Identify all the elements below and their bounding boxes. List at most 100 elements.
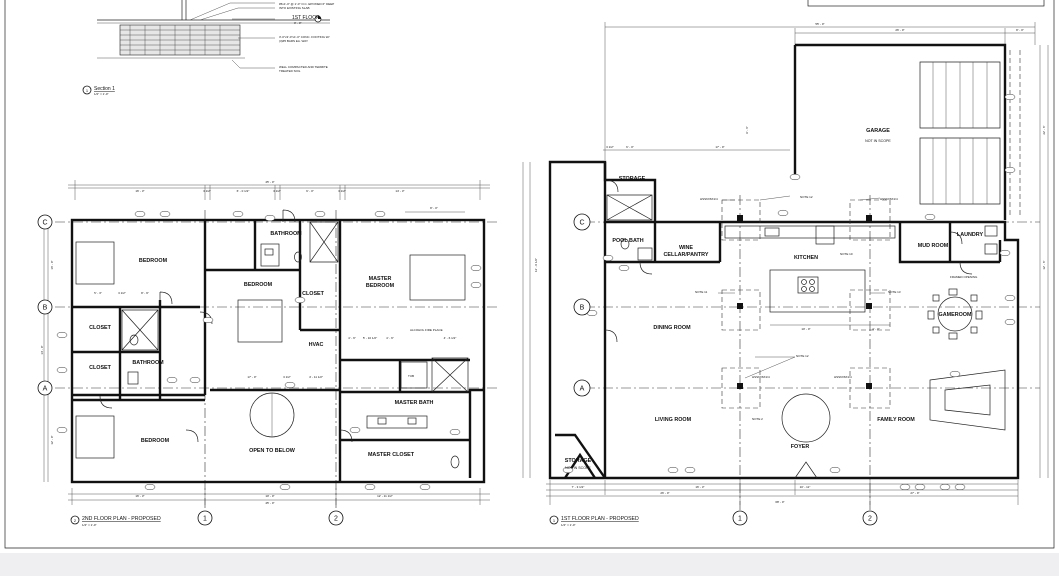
section-note-5: WELL COMPACTED AND TERMITE <box>279 65 328 69</box>
p2-room-bedroom-a: BEDROOM <box>139 258 168 264</box>
p2-dim-bot-1: 16' - 3" <box>135 494 144 498</box>
p1-note-1: NOTE 12 <box>800 195 813 199</box>
p1-room-laundry: LAUNDRY <box>957 232 984 238</box>
p1-room-storage-top: STORAGE <box>619 176 646 182</box>
p2-dim-top-1: 16' - 3" <box>135 189 144 193</box>
p2-dim-top-6: 3 1/2" <box>338 189 346 193</box>
p2-dim-bot-overall: 45' - 0" <box>265 501 274 505</box>
p1-note-5: NOTE 12 <box>796 354 809 358</box>
p1-room-wine: WINE <box>679 245 693 251</box>
p1-framed-opening: FRAMED OPENING <box>950 275 978 279</box>
p2-dim-bot-2: 10' - 0" <box>265 494 274 498</box>
p1-room-wine2: CELLAR/PANTRY <box>664 252 709 258</box>
first-floor-plan: 55' - 0" 26' - 0" 8' - 0" 6' - 0" 3 1/2"… <box>522 22 1049 527</box>
p2-dim-hall: 17' - 0" <box>247 375 256 379</box>
p2-dim-mid: 8' - 0" <box>430 206 438 210</box>
p2-room-open-below: OPEN TO BELOW <box>249 448 296 454</box>
p2-dim-fp1: 4' - 6" <box>348 336 356 340</box>
p1-room-kitchen: KITCHEN <box>794 255 818 261</box>
p2-dim-row3: 8' - 9" <box>141 291 149 295</box>
p1-grid-c: C <box>579 220 584 227</box>
section-note-1: #5x1'-0" @ 1'-0" O.C. EPOXIED 6" DEEP <box>279 2 334 6</box>
section-note-2: INTO EXISTING SLAB <box>279 6 309 10</box>
p1-room-garage: GARAGE <box>866 128 890 134</box>
p2-title-number: 2 <box>74 518 77 523</box>
p1-hss-4: HSS6X6X1/4 <box>834 375 852 379</box>
p2-dim-fp4: 4' - 6 1/2" <box>444 336 457 340</box>
p1-room-family: FAMILY ROOM <box>877 417 915 423</box>
p2-tub-label: TUB <box>408 374 414 378</box>
p2-room-hvac: HVAC <box>309 342 324 348</box>
p1-title: 1ST FLOOR PLAN - PROPOSED <box>561 516 639 522</box>
title-block-top-right <box>807 0 1045 7</box>
p2-dim-fp2: 5' - 10 1/2" <box>363 336 377 340</box>
p2-scale: 1/4" = 1'-0" <box>82 523 97 527</box>
p1-room-storage-bot: STORAGE <box>565 458 592 464</box>
p1-dim-bot-2: 26' - 0" <box>660 491 669 495</box>
p1-dim-right-1: 22' - 6" <box>1042 125 1046 134</box>
p2-room-master-closet: MASTER CLOSET <box>368 452 415 458</box>
p1-dim-bot-overall: 68' - 0" <box>775 500 784 504</box>
p2-room-closet-mid: CLOSET <box>302 291 325 297</box>
p1-dim-top-right: 8' - 0" <box>1016 28 1024 32</box>
p1-grid-a: A <box>580 386 585 393</box>
p2-grid-c: C <box>42 220 47 227</box>
p2-grid-b: B <box>43 305 48 312</box>
section-note-3: 3'-0"x3'-0"x1'-0" CONC. FOOTING W/ <box>279 35 330 39</box>
p2-room-closet-left2: CLOSET <box>89 365 112 371</box>
p1-note-2: NOTE 10 <box>840 252 853 256</box>
p2-grid-a: A <box>43 386 48 393</box>
p1-note-3: NOTE 11 <box>695 290 708 294</box>
p2-dim-top-2: 3 1/2" <box>203 189 211 193</box>
p1-dim-top-garage: 26' - 0" <box>895 28 904 32</box>
p1-hss-3: HSS6X6X1/4 <box>752 375 770 379</box>
p1-hss-2: HSS6X6X1/4 <box>880 197 898 201</box>
p1-dim-left-block: 6' - 0" <box>626 145 634 149</box>
p1-room-living: LIVING ROOM <box>655 417 692 423</box>
p2-room-closet-left1: CLOSET <box>89 325 112 331</box>
p1-grid-b: B <box>580 305 585 312</box>
p2-window-tags <box>56 210 482 491</box>
section-detail: #5x1'-0" @ 1'-0" O.C. EPOXIED 6" DEEP IN… <box>82 0 334 96</box>
p2-dim-top-4: 3 1/2" <box>273 189 281 193</box>
second-floor-plan: 45' - 0" 16' - 3" 3 1/2" 6' - 0 1/2" 3 1… <box>37 180 500 527</box>
section-note-6: TREATED SOIL <box>279 69 301 73</box>
p1-room-foyer: FOYER <box>791 444 810 450</box>
p1-room-storage-note: NOT IN SCOPE <box>565 466 591 470</box>
p1-room-mud: MUD ROOM <box>918 243 949 249</box>
p1-room-pool-bath: POOL BATH <box>612 238 643 244</box>
p2-room-master-bath: MASTER BATH <box>395 400 434 406</box>
p1-dim-right-2: 12' - 6" <box>1042 260 1046 269</box>
p2-room-master-2: BEDROOM <box>366 283 395 289</box>
p1-room-gameroom: GAMEROOM <box>939 312 972 318</box>
p2-dim-left-3: 12' - 0" <box>50 435 54 444</box>
p2-title: 2ND FLOOR PLAN - PROPOSED <box>82 516 161 522</box>
p1-dim-left-block2: 3 1/2" <box>606 145 614 149</box>
viewer-bottom-bar <box>0 553 1059 576</box>
section-number: 1 <box>86 88 89 93</box>
p2-dim-row2: 3 1/2" <box>118 291 126 295</box>
p1-dim-bot-5: 27' - 9" <box>910 491 919 495</box>
p2-room-master-1: MASTER <box>369 276 392 282</box>
p1-window-tags <box>562 93 1016 491</box>
p1-note-6: NOTE 2 <box>752 417 763 421</box>
sheet-border <box>4 0 1055 549</box>
section-level-value: 0' - 0" <box>294 21 302 25</box>
p1-room-dining: DINING ROOM <box>653 325 691 331</box>
p1-dim-bot-1: 7' - 3 1/2" <box>572 485 585 489</box>
p1-dim-left-3: 17' - 0" <box>715 145 724 149</box>
p2-room-bedroom-b: BEDROOM <box>141 438 170 444</box>
p1-hss-1: HSS6X6X1/4 <box>700 197 718 201</box>
p2-dim-left-1: 16' - 0" <box>50 260 54 269</box>
floor-plan-drawing: #5x1'-0" @ 1'-0" O.C. EPOXIED 6" DEEP IN… <box>4 0 1055 549</box>
p1-grid-1: 1 <box>738 516 742 523</box>
p2-grid-2: 2 <box>334 516 338 523</box>
p2-dim-bot-3: 12' - 11 1/2" <box>377 494 393 498</box>
p1-dim-left-v1: 12' - 0 1/2" <box>534 258 538 272</box>
p2-dim-hall3: 4' - 11 1/2" <box>309 375 323 379</box>
p1-scale: 1/4" = 1'-0" <box>561 523 576 527</box>
p2-room-bathroom-top: BATHROOM <box>270 231 302 237</box>
p2-dim-top-5: 9' - 0" <box>306 189 314 193</box>
p2-dim-row1: 5' - 3" <box>94 291 102 295</box>
p2-dim-fp3: 4' - 6" <box>386 336 394 340</box>
